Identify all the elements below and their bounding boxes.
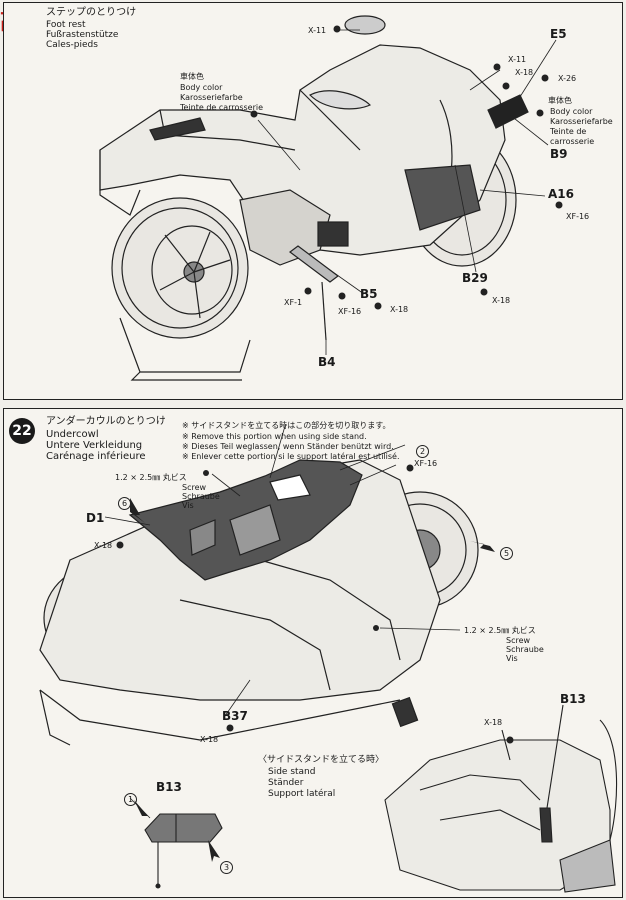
note-jp: ※ サイドスタンドを立てる時はこの部分を切り取ります。 bbox=[182, 421, 391, 430]
step21-title-de: Fußrastenstütze bbox=[46, 30, 119, 40]
body-color-jp-1: 車体色 bbox=[180, 72, 204, 81]
step22-title-jp: アンダーカウルのとりつけ bbox=[46, 416, 166, 427]
paint-xf16-label-2: XF-16 bbox=[338, 307, 362, 316]
paint-xf1-label: XF-1 bbox=[284, 298, 303, 307]
marker-5: 5 bbox=[500, 542, 513, 560]
part-b13-label: B13 bbox=[156, 780, 182, 794]
paint-x18-label-3: X-18 bbox=[390, 305, 409, 314]
paint-x18-label-4: X-18 bbox=[94, 541, 113, 550]
arrows bbox=[130, 498, 495, 862]
marker-2: 2 bbox=[416, 440, 429, 458]
part-b4-label: B4 bbox=[318, 355, 336, 369]
step21-title-fr: Cales-pieds bbox=[46, 40, 98, 50]
screw-jp-1: 1.2 × 2.5㎜ 丸ビス bbox=[115, 473, 187, 482]
part-b37-label: B37 bbox=[222, 709, 248, 723]
paint-x11-label-2: X-11 bbox=[508, 55, 527, 64]
part-b13-label-inset: B13 bbox=[560, 692, 586, 706]
body-color-fr-1: Teinte de carrosserie bbox=[180, 103, 264, 112]
paint-xf16-label-3: XF-16 bbox=[414, 459, 438, 468]
paint-x18-label-5: X-18 bbox=[484, 718, 503, 727]
screw-de-2: Schraube bbox=[506, 645, 544, 654]
body-color-de-2: Karosseriefarbe bbox=[550, 117, 613, 126]
part-b9-label: B9 bbox=[550, 147, 568, 161]
screw-en-1: Screw bbox=[182, 483, 207, 492]
screw-fr-1: Vis bbox=[182, 501, 194, 510]
note-en: ※ Remove this portion when using side st… bbox=[182, 432, 367, 441]
step21-title-jp: ステップのとりつけ bbox=[46, 7, 137, 18]
screw-jp-2: 1.2 × 2.5㎜ 丸ビス bbox=[464, 626, 536, 635]
body-color-en-2: Body color bbox=[550, 107, 593, 116]
body-color-fr-2b: carrosserie bbox=[550, 137, 595, 146]
part-b5-label: B5 bbox=[360, 287, 378, 301]
marker-6: 6 bbox=[118, 492, 131, 510]
step-22-number-badge: 22 bbox=[9, 418, 35, 444]
paint-x11-label-1: X-11 bbox=[308, 26, 327, 35]
body-color-de-1: Karosseriefarbe bbox=[180, 93, 243, 102]
part-b13-drawing bbox=[144, 813, 223, 889]
motorcycle-drawing-bottom bbox=[39, 459, 479, 746]
paint-drops-top bbox=[250, 25, 563, 310]
side-stand-inset bbox=[384, 704, 618, 893]
paint-x18-label-1: X-18 bbox=[515, 68, 534, 77]
part-a16-label: A16 bbox=[548, 187, 574, 201]
body-color-en-1: Body color bbox=[180, 83, 223, 92]
paint-x18-label-6: X-18 bbox=[200, 735, 219, 744]
sidestand-de: Ständer bbox=[268, 778, 304, 788]
screw-de-1: Schraube bbox=[182, 492, 220, 501]
sidestand-jp: 〈サイドスタンドを立てる時〉 bbox=[258, 755, 385, 765]
marker-1: 1 bbox=[124, 788, 137, 806]
marker-3: 3 bbox=[220, 856, 233, 874]
step21-title-en: Foot rest bbox=[46, 20, 86, 30]
sidestand-fr: Support latéral bbox=[268, 789, 336, 799]
paint-x18-label-2: X-18 bbox=[492, 296, 511, 305]
part-e5-label: E5 bbox=[550, 27, 567, 41]
paint-xf16-label-1: XF-16 bbox=[566, 212, 590, 221]
screw-fr-2: Vis bbox=[506, 654, 518, 663]
sidestand-en: Side stand bbox=[268, 767, 316, 777]
motorcycle-drawing-top bbox=[99, 15, 529, 381]
note-fr: ※ Enlever cette portion si le support la… bbox=[182, 452, 400, 461]
paint-x26-label: X-26 bbox=[558, 74, 577, 83]
part-b29-label: B29 bbox=[462, 271, 488, 285]
paint-drops-bottom bbox=[116, 464, 514, 744]
body-color-jp-2: 車体色 bbox=[548, 96, 572, 105]
step22-title-de: Untere Verkleidung bbox=[46, 440, 143, 451]
body-color-fr-2a: Teinte de bbox=[550, 127, 587, 136]
note-de: ※ Dieses Teil weglassen, wenn Ständer be… bbox=[182, 442, 394, 451]
step22-title-fr: Carénage inférieure bbox=[46, 451, 146, 462]
screw-en-2: Screw bbox=[506, 636, 531, 645]
part-d1-label: D1 bbox=[86, 511, 105, 525]
step22-title-en: Undercowl bbox=[46, 429, 99, 440]
